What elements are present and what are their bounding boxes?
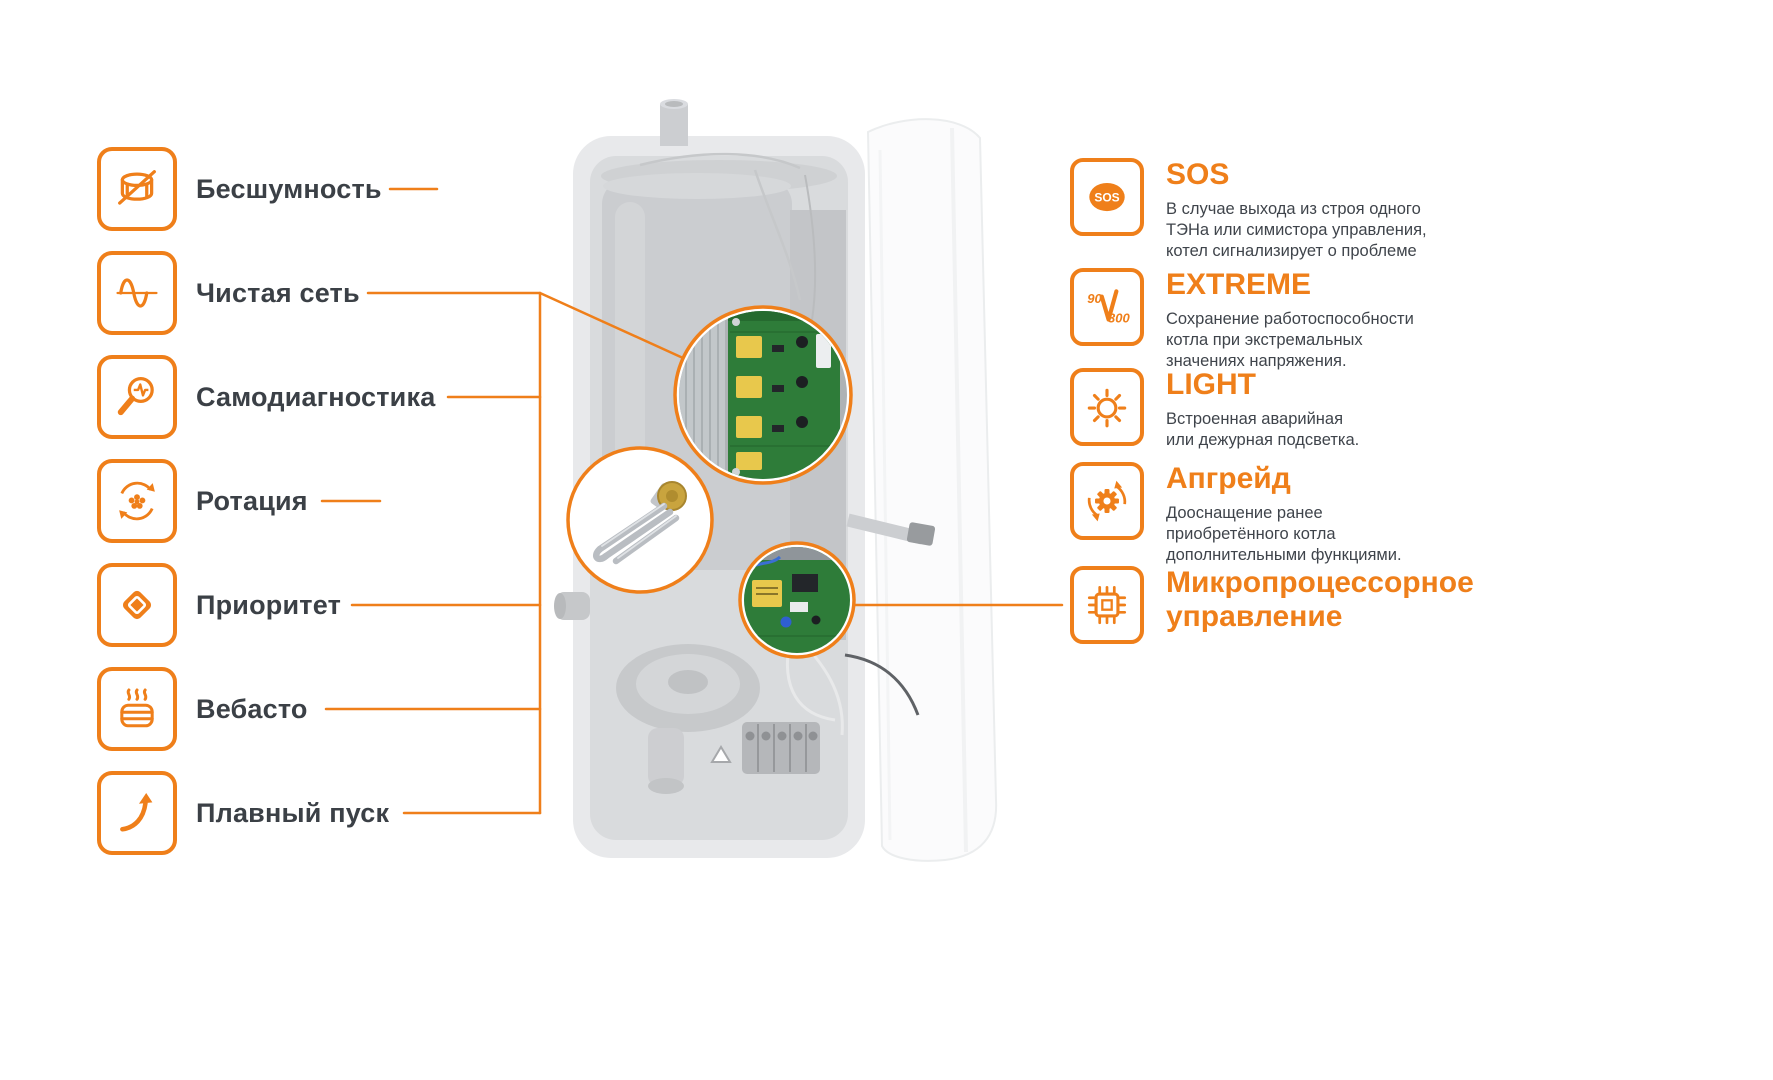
feature-silence: Бесшумность bbox=[97, 147, 382, 231]
boiler-body bbox=[554, 99, 936, 858]
feature-title: SOS bbox=[1166, 158, 1230, 191]
pcb-bottom-callout bbox=[738, 541, 856, 659]
feature-light: LIGHT Встроенная аварийная или дежурная … bbox=[1070, 368, 1359, 451]
feature-title: Апгрейд bbox=[1166, 462, 1291, 495]
light-sun-icon bbox=[1070, 368, 1144, 446]
feature-sos: SOS SOS В случае выхода из строя одного … bbox=[1070, 158, 1427, 262]
sos-icon-text: SOS bbox=[1094, 191, 1119, 205]
feature-microprocessor: Микропроцессорное управление bbox=[1070, 566, 1474, 644]
feature-title: EXTREME bbox=[1166, 268, 1312, 301]
feature-label: Самодиагностика bbox=[196, 381, 436, 412]
feature-text: SOS В случае выхода из строя одного ТЭНа… bbox=[1166, 158, 1427, 262]
feature-label: Бесшумность bbox=[196, 173, 382, 204]
sos-badge-icon: SOS bbox=[1070, 158, 1144, 236]
voltage-range-icon: 90 300 bbox=[1070, 268, 1144, 346]
drum-mute-icon bbox=[97, 147, 177, 231]
feature-label: Приоритет bbox=[196, 589, 341, 620]
voltage-max-text: 300 bbox=[1108, 311, 1130, 326]
feature-priority: Приоритет bbox=[97, 563, 341, 647]
webasto-heating-icon bbox=[97, 667, 177, 751]
feature-rotation: Ротация bbox=[97, 459, 308, 543]
feature-label: Чистая сеть bbox=[196, 277, 360, 308]
soft-start-arrow-icon bbox=[97, 771, 177, 855]
feature-text: Апгрейд Дооснащение ранее приобретённого… bbox=[1166, 462, 1402, 566]
microchip-icon bbox=[1070, 566, 1144, 644]
feature-upgrade: Апгрейд Дооснащение ранее приобретённого… bbox=[1070, 462, 1402, 566]
feature-title-line2: управление bbox=[1166, 600, 1343, 633]
feature-title: Микропроцессорное bbox=[1166, 566, 1474, 599]
upgrade-gear-icon bbox=[1070, 462, 1144, 540]
feature-text: LIGHT Встроенная аварийная или дежурная … bbox=[1166, 368, 1359, 451]
heating-element-callout bbox=[566, 446, 714, 594]
feature-description: В случае выхода из строя одного ТЭНа или… bbox=[1166, 200, 1427, 260]
feature-description: Дооснащение ранее приобретённого котла д… bbox=[1166, 504, 1402, 564]
heating-element-detail bbox=[593, 481, 687, 565]
priority-diamond-icon bbox=[97, 563, 177, 647]
feature-description: Сохранение работоспособности котла при э… bbox=[1166, 310, 1414, 370]
pcb-top-callout bbox=[673, 305, 853, 485]
feature-label: Плавный пуск bbox=[196, 797, 390, 828]
feature-self-diagnostics: Самодиагностика bbox=[97, 355, 435, 439]
voltage-min-text: 90 bbox=[1087, 291, 1102, 306]
feature-extreme: 90 300 EXTREME Сохранение работоспособно… bbox=[1070, 268, 1414, 372]
feature-soft-start: Плавный пуск bbox=[97, 771, 389, 855]
feature-description: Встроенная аварийная или дежурная подсве… bbox=[1166, 410, 1360, 449]
sine-wave-icon bbox=[97, 251, 177, 335]
feature-clean-power: Чистая сеть bbox=[97, 251, 360, 335]
feature-text: EXTREME Сохранение работоспособности кот… bbox=[1166, 268, 1414, 372]
feature-webasto: Вебасто bbox=[97, 667, 308, 751]
rotation-arrows-icon bbox=[97, 459, 177, 543]
feature-title: LIGHT bbox=[1166, 368, 1256, 401]
feature-label: Ротация bbox=[196, 485, 308, 516]
boiler-door bbox=[866, 118, 998, 862]
feature-label: Вебасто bbox=[196, 693, 308, 724]
feature-text: Микропроцессорное управление bbox=[1166, 566, 1474, 641]
diagnostics-magnifier-icon bbox=[97, 355, 177, 439]
